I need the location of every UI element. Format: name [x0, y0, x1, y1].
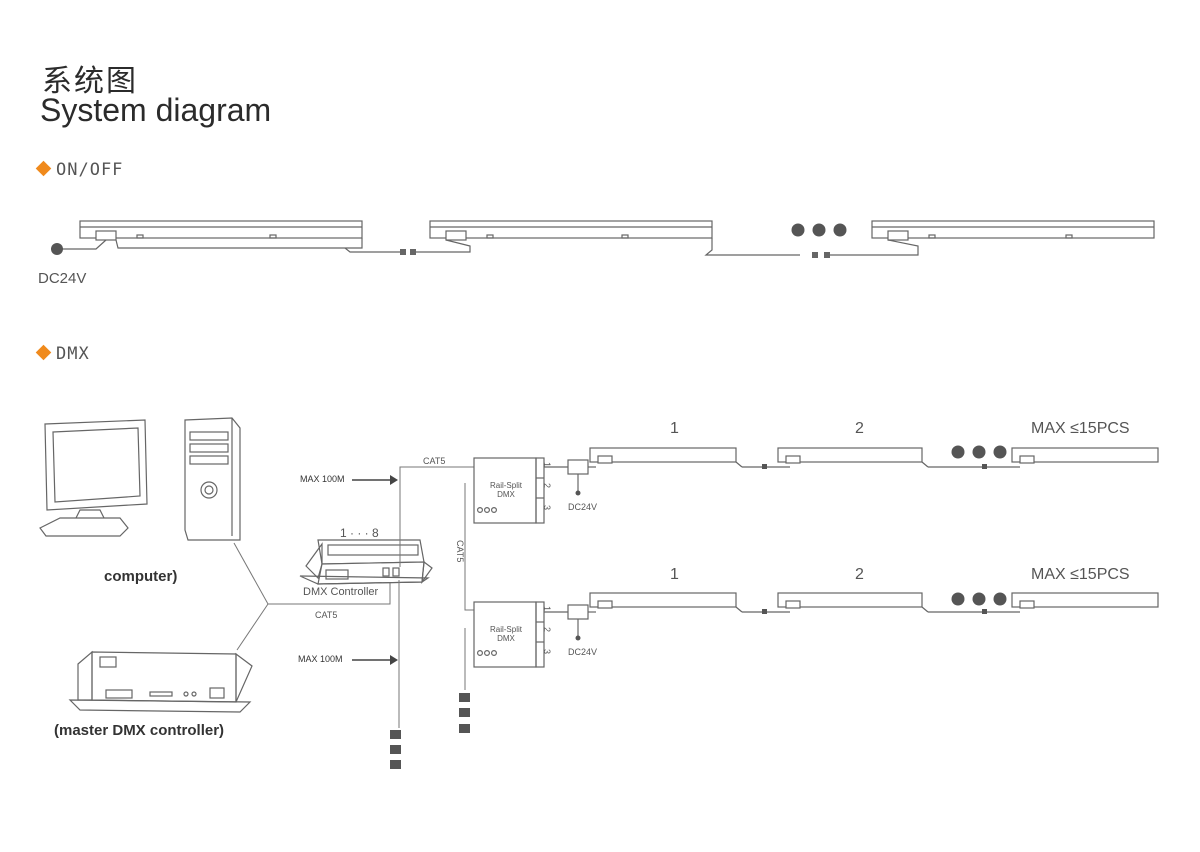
cat5-label-vertical: CAT5: [455, 540, 465, 563]
rail-split-1-line2: DMX: [497, 490, 515, 499]
rail-split-2-out-1: 1: [542, 606, 552, 612]
dmx-dc24v-1: DC24V: [568, 502, 598, 512]
max-100m-label-bottom: MAX 100M: [298, 654, 343, 664]
rail-split-2-line2: DMX: [497, 634, 515, 643]
arrow-icon: [352, 475, 398, 485]
computer-tower-icon: [184, 417, 241, 541]
section-dmx-label: DMX: [56, 344, 90, 364]
rail-split-dmx-1: [473, 457, 545, 524]
cat5-label-top: CAT5: [423, 456, 446, 466]
computer-monitor-icon: [39, 419, 148, 537]
dmx-row1-bars: [589, 447, 1159, 468]
row2-max-pcs: MAX ≤15PCS: [1031, 566, 1130, 583]
onoff-light-bar-1: [79, 220, 363, 241]
row1-bar-number-1: 1: [670, 420, 679, 437]
section-dmx: DMX: [35, 344, 90, 364]
dmx-dc24v-2: DC24V: [568, 647, 598, 657]
rail-split-2-out-2: 2: [542, 627, 552, 633]
power-injector-1: [544, 459, 596, 492]
power-injector-2: [544, 604, 596, 637]
master-dmx-controller-icon: [68, 650, 253, 713]
page-title-en: System diagram: [40, 92, 272, 128]
continuation-dots-onoff: [791, 223, 847, 237]
computer-label: computer): [104, 568, 178, 585]
rail-split-2-line1: Rail-Split: [489, 625, 522, 634]
section-onoff-label: ON/OFF: [56, 160, 124, 180]
continuation-dots-row1: [762, 445, 1007, 469]
dmx-controller-icon: [299, 539, 433, 585]
rail-split-1-out-1: 1: [542, 462, 552, 468]
power-plug-icon: [51, 243, 63, 255]
rail-split-1-title: Rail-Split DMX: [486, 481, 526, 499]
rail-split-dmx-2: [473, 601, 545, 668]
ports-label: 1 · · · 8: [340, 526, 379, 540]
rail-split-2-title: Rail-Split DMX: [486, 625, 526, 643]
onoff-light-bar-3: [871, 220, 1155, 241]
row2-bar-number-1: 1: [670, 566, 679, 583]
dmx-row2-bars: [589, 592, 1159, 613]
terminator-stack-1: [390, 730, 401, 769]
max-100m-label-top: MAX 100M: [300, 474, 345, 484]
row1-bar-number-2: 2: [855, 420, 864, 437]
page-title-cn: 系统图: [42, 64, 138, 99]
arrow-icon: [352, 655, 398, 665]
onoff-connector-1: [400, 249, 416, 255]
onoff-connector-2: [812, 252, 830, 258]
cat5-label-bottom: CAT5: [315, 610, 338, 620]
section-onoff: ON/OFF: [35, 160, 124, 180]
onoff-power-label: DC24V: [38, 270, 87, 287]
row1-max-pcs: MAX ≤15PCS: [1031, 420, 1130, 437]
rail-split-1-out-2: 2: [542, 483, 552, 489]
dmx-controller-label: DMX Controller: [303, 586, 379, 598]
master-controller-label: (master DMX controller): [54, 722, 225, 739]
onoff-light-bar-2: [429, 220, 713, 241]
terminator-stack-2: [459, 693, 470, 733]
rail-split-1-line1: Rail-Split: [489, 481, 522, 490]
rail-split-2-out-3: 3: [542, 649, 552, 655]
continuation-dots-row2: [762, 592, 1007, 614]
rail-split-1-out-3: 3: [542, 505, 552, 511]
row2-bar-number-2: 2: [855, 566, 864, 583]
